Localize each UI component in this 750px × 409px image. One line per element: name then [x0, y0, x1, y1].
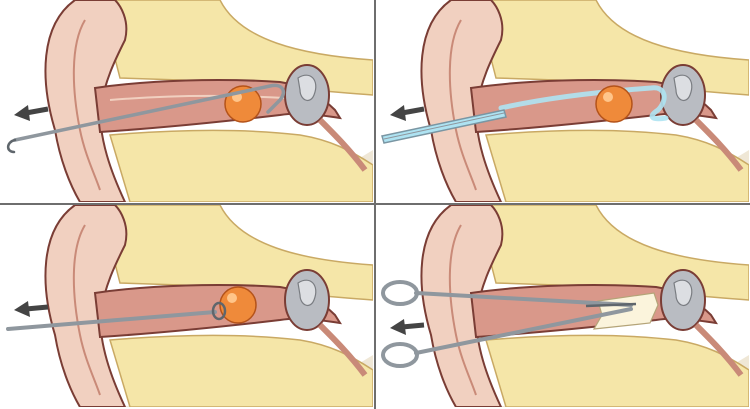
ear-canal-illustration: [381, 0, 749, 202]
irrigation-syringe-icon: [381, 109, 507, 144]
auricle: [44, 0, 128, 202]
panel-forceps-removal: [376, 205, 749, 407]
ear-anatomy: [420, 0, 749, 202]
alligator-forceps-icon: [381, 280, 637, 368]
right-angle-hook-icon: [6, 83, 286, 154]
foreign-body: [219, 286, 257, 324]
direction-arrow-left-icon: [390, 105, 425, 121]
horizontal-divider: [0, 203, 750, 205]
direction-arrow-left-icon: [14, 301, 49, 317]
panel-irrigation-removal: [376, 0, 749, 202]
direction-arrow-left-icon: [390, 319, 425, 335]
irrigation-water-stream: [498, 85, 669, 122]
ear-canal-illustration: [6, 0, 373, 202]
panel-hook-removal: [0, 0, 373, 202]
ear-canal-illustration: [381, 205, 749, 407]
auricle-fold: [72, 19, 101, 191]
temporal-bone-lower: [109, 129, 373, 202]
foreign-body: [595, 85, 633, 123]
ear-canal-illustration: [6, 205, 373, 407]
canal-lining-highlight: [109, 94, 286, 101]
ear-anatomy: [44, 0, 373, 202]
direction-arrow-left-icon: [14, 105, 49, 121]
panel-curette-removal: [0, 205, 373, 407]
ear-curette-loop-icon: [6, 301, 227, 331]
ear-canal: [93, 79, 342, 134]
ear-anatomy: [420, 205, 749, 407]
ear-anatomy: [44, 205, 373, 407]
eustachian-tube: [317, 117, 368, 172]
ossicle: [297, 74, 317, 102]
